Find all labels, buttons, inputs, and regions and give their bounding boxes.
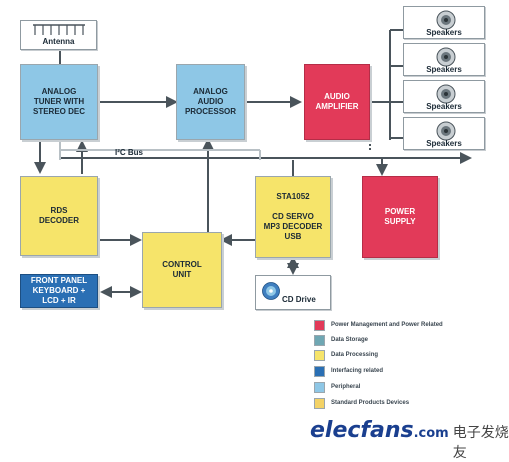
rds-decoder-block: RDS DECODER	[20, 176, 98, 256]
speaker-label: Speakers	[426, 102, 462, 111]
i2c-bus-label: I²C Bus	[115, 148, 143, 157]
analog-tuner-block: ANALOG TUNER WITH STEREO DEC	[20, 64, 98, 140]
speaker-1: Speakers	[403, 6, 485, 39]
legend-item: Data Processing	[314, 348, 378, 362]
legend-swatch	[314, 334, 325, 346]
control-unit-block: CONTROL UNIT	[142, 232, 222, 308]
legend-label: Peripheral	[331, 384, 361, 390]
sta1052-block: STA1052 CD SERVO MP3 DECODER USB	[255, 176, 331, 258]
audio-processor-block: ANALOG AUDIO PROCESSOR	[176, 64, 245, 140]
legend-item: Peripheral	[314, 380, 360, 394]
speaker-2: Speakers	[403, 43, 485, 76]
watermark-chinese: 电子发烧友	[452, 425, 509, 461]
audio-amplifier-block: AUDIO AMPLIFIER	[304, 64, 370, 140]
speaker-icon	[436, 84, 456, 104]
legend-item: Interfacing related	[314, 364, 383, 378]
speaker-icon	[436, 121, 456, 141]
front-panel-block: FRONT PANEL KEYBOARD + LCD + IR	[20, 274, 98, 308]
elecfans-watermark: elecfans .com 电子发烧友	[310, 418, 509, 461]
antenna-box: Antenna	[20, 20, 97, 50]
speaker-icon	[436, 47, 456, 67]
legend-swatch	[314, 365, 325, 377]
cd-disc-icon	[262, 282, 280, 300]
antenna-label: Antenna	[42, 37, 75, 46]
watermark-main: elecfans	[310, 418, 414, 443]
connection-lines	[34, 29, 472, 298]
speaker-label: Speakers	[426, 65, 462, 74]
legend-swatch	[314, 349, 325, 361]
legend-label: Power Management and Power Related	[331, 322, 443, 328]
legend-swatch	[314, 319, 325, 331]
legend-swatch	[314, 397, 325, 409]
legend-label: Interfacing related	[331, 368, 384, 374]
legend-label: Standard Products Devices	[331, 400, 410, 406]
watermark-domain: .com	[413, 426, 449, 441]
cd-drive-label: CD Drive	[282, 295, 316, 304]
legend-item: Data Storage	[314, 333, 368, 347]
legend-label: Data Processing	[331, 352, 379, 358]
antenna-icon	[33, 24, 85, 35]
cd-drive-box: CD Drive	[255, 275, 331, 310]
power-supply-block: POWER SUPPLY	[362, 176, 438, 258]
speaker-4: Speakers	[403, 117, 485, 150]
speaker-label: Speakers	[426, 28, 462, 37]
legend-item: Standard Products Devices	[314, 396, 409, 410]
speaker-3: Speakers	[403, 80, 485, 113]
speaker-icon	[436, 10, 456, 30]
legend-label: Data Storage	[331, 337, 369, 343]
legend-swatch	[314, 381, 325, 393]
legend-item: Power Management and Power Related	[314, 318, 443, 332]
speaker-label: Speakers	[426, 139, 462, 148]
